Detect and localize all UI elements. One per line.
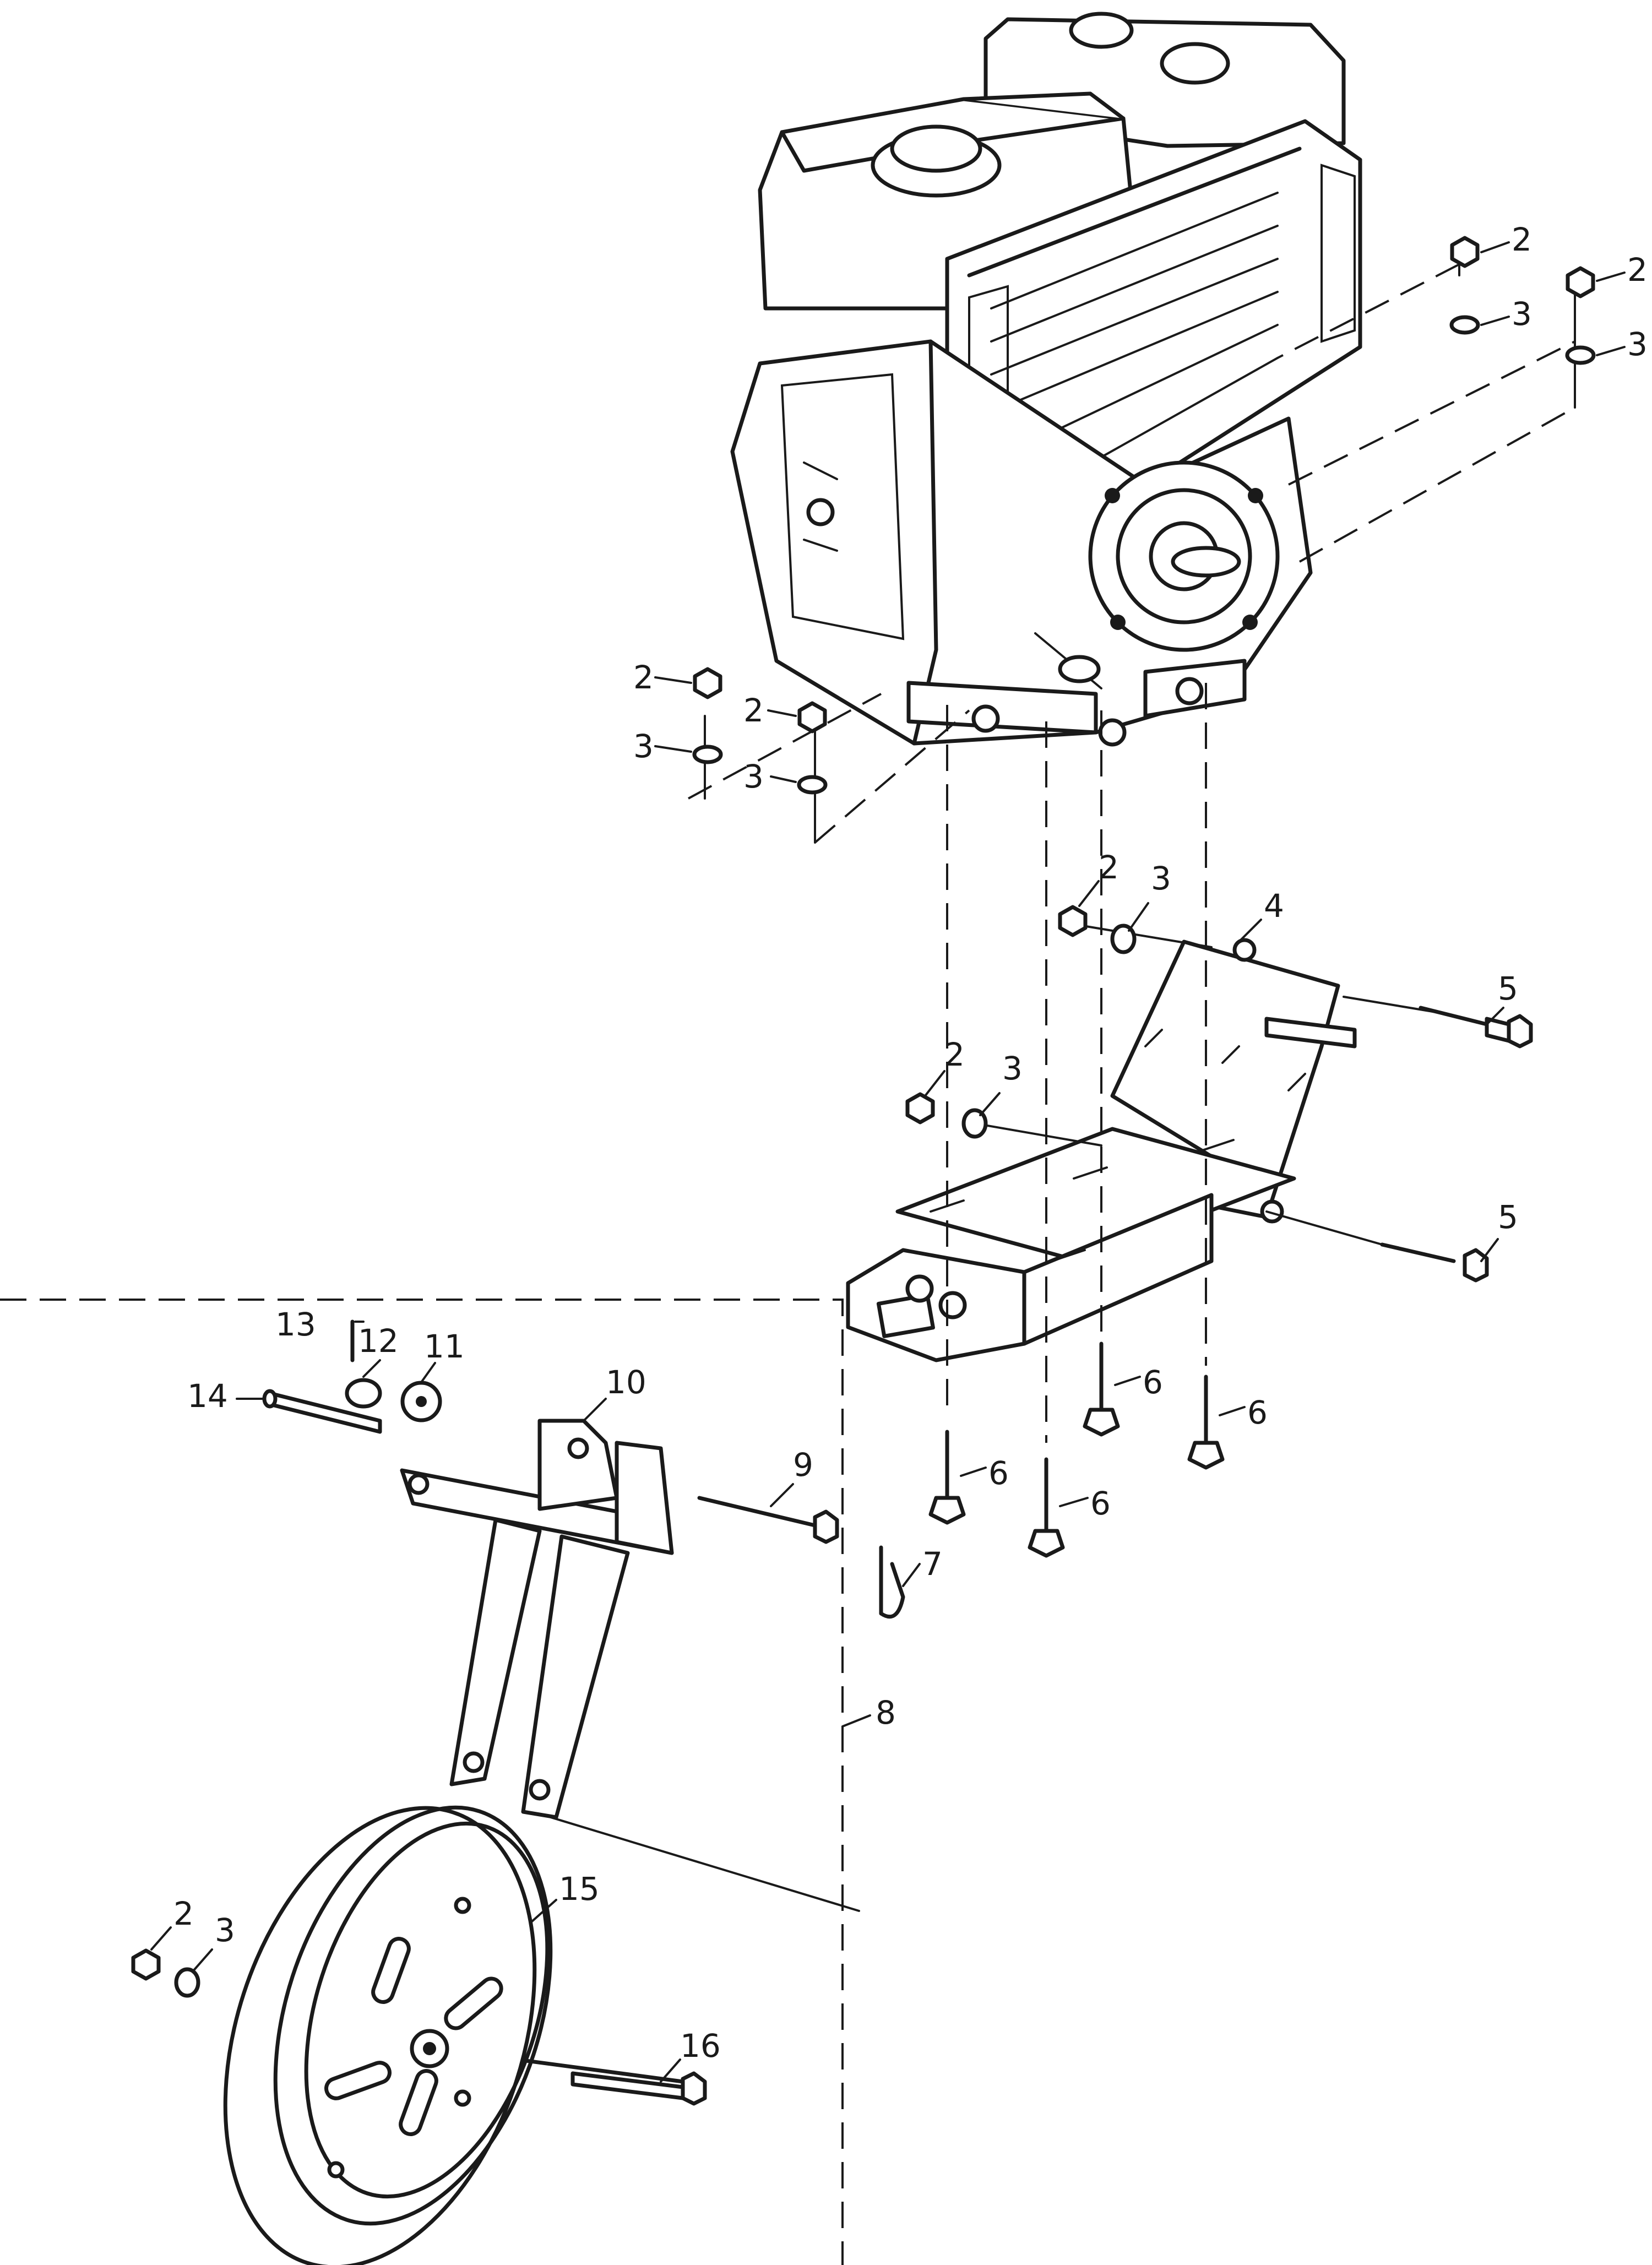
engine <box>730 12 1362 747</box>
mounting-bracket <box>846 938 1357 1362</box>
callout-11: 11 <box>424 1328 465 1365</box>
callout-2: 2 <box>173 1895 194 1932</box>
callout-3: 3 <box>1151 860 1171 897</box>
callout-7: 7 <box>922 1545 943 1583</box>
callout-16: 16 <box>680 2027 721 2065</box>
callout-4: 4 <box>1264 887 1284 925</box>
nuts-and-washers <box>131 236 1596 1998</box>
callout-13: 13 <box>275 1306 316 1343</box>
callout-3: 3 <box>743 758 764 795</box>
callout-3: 3 <box>1627 325 1648 363</box>
callout-10: 10 <box>606 1364 646 1401</box>
callout-3: 3 <box>1512 295 1532 333</box>
callout-5: 5 <box>1498 970 1518 1007</box>
callout-2: 2 <box>1627 251 1648 289</box>
callouts: 2 3 2 3 2 3 2 3 2 3 4 5 2 3 5 6 6 6 6 13… <box>150 221 1648 2083</box>
callout-12: 12 <box>358 1322 399 1360</box>
callout-6: 6 <box>1090 1485 1111 1522</box>
callout-2: 2 <box>743 692 764 729</box>
callout-2: 2 <box>1099 849 1119 886</box>
callout-9: 9 <box>793 1446 813 1484</box>
callout-2: 2 <box>1512 221 1532 258</box>
callout-6: 6 <box>1247 1394 1268 1431</box>
callout-2: 2 <box>944 1036 965 1073</box>
callout-8: 8 <box>876 1694 896 1731</box>
callout-6: 6 <box>1143 1364 1163 1401</box>
callout-3: 3 <box>633 727 654 765</box>
callout-14: 14 <box>187 1377 228 1415</box>
callout-3: 3 <box>215 1911 235 1949</box>
callout-5: 5 <box>1498 1198 1518 1236</box>
callout-6: 6 <box>988 1454 1009 1492</box>
guide-lines <box>0 241 1576 2265</box>
callout-2: 2 <box>633 659 654 696</box>
callout-15: 15 <box>559 1870 600 1908</box>
bolts <box>262 1006 1533 2106</box>
callout-3: 3 <box>1002 1050 1023 1087</box>
wheel <box>223 1805 553 2265</box>
wheel-bracket <box>400 1419 674 1819</box>
